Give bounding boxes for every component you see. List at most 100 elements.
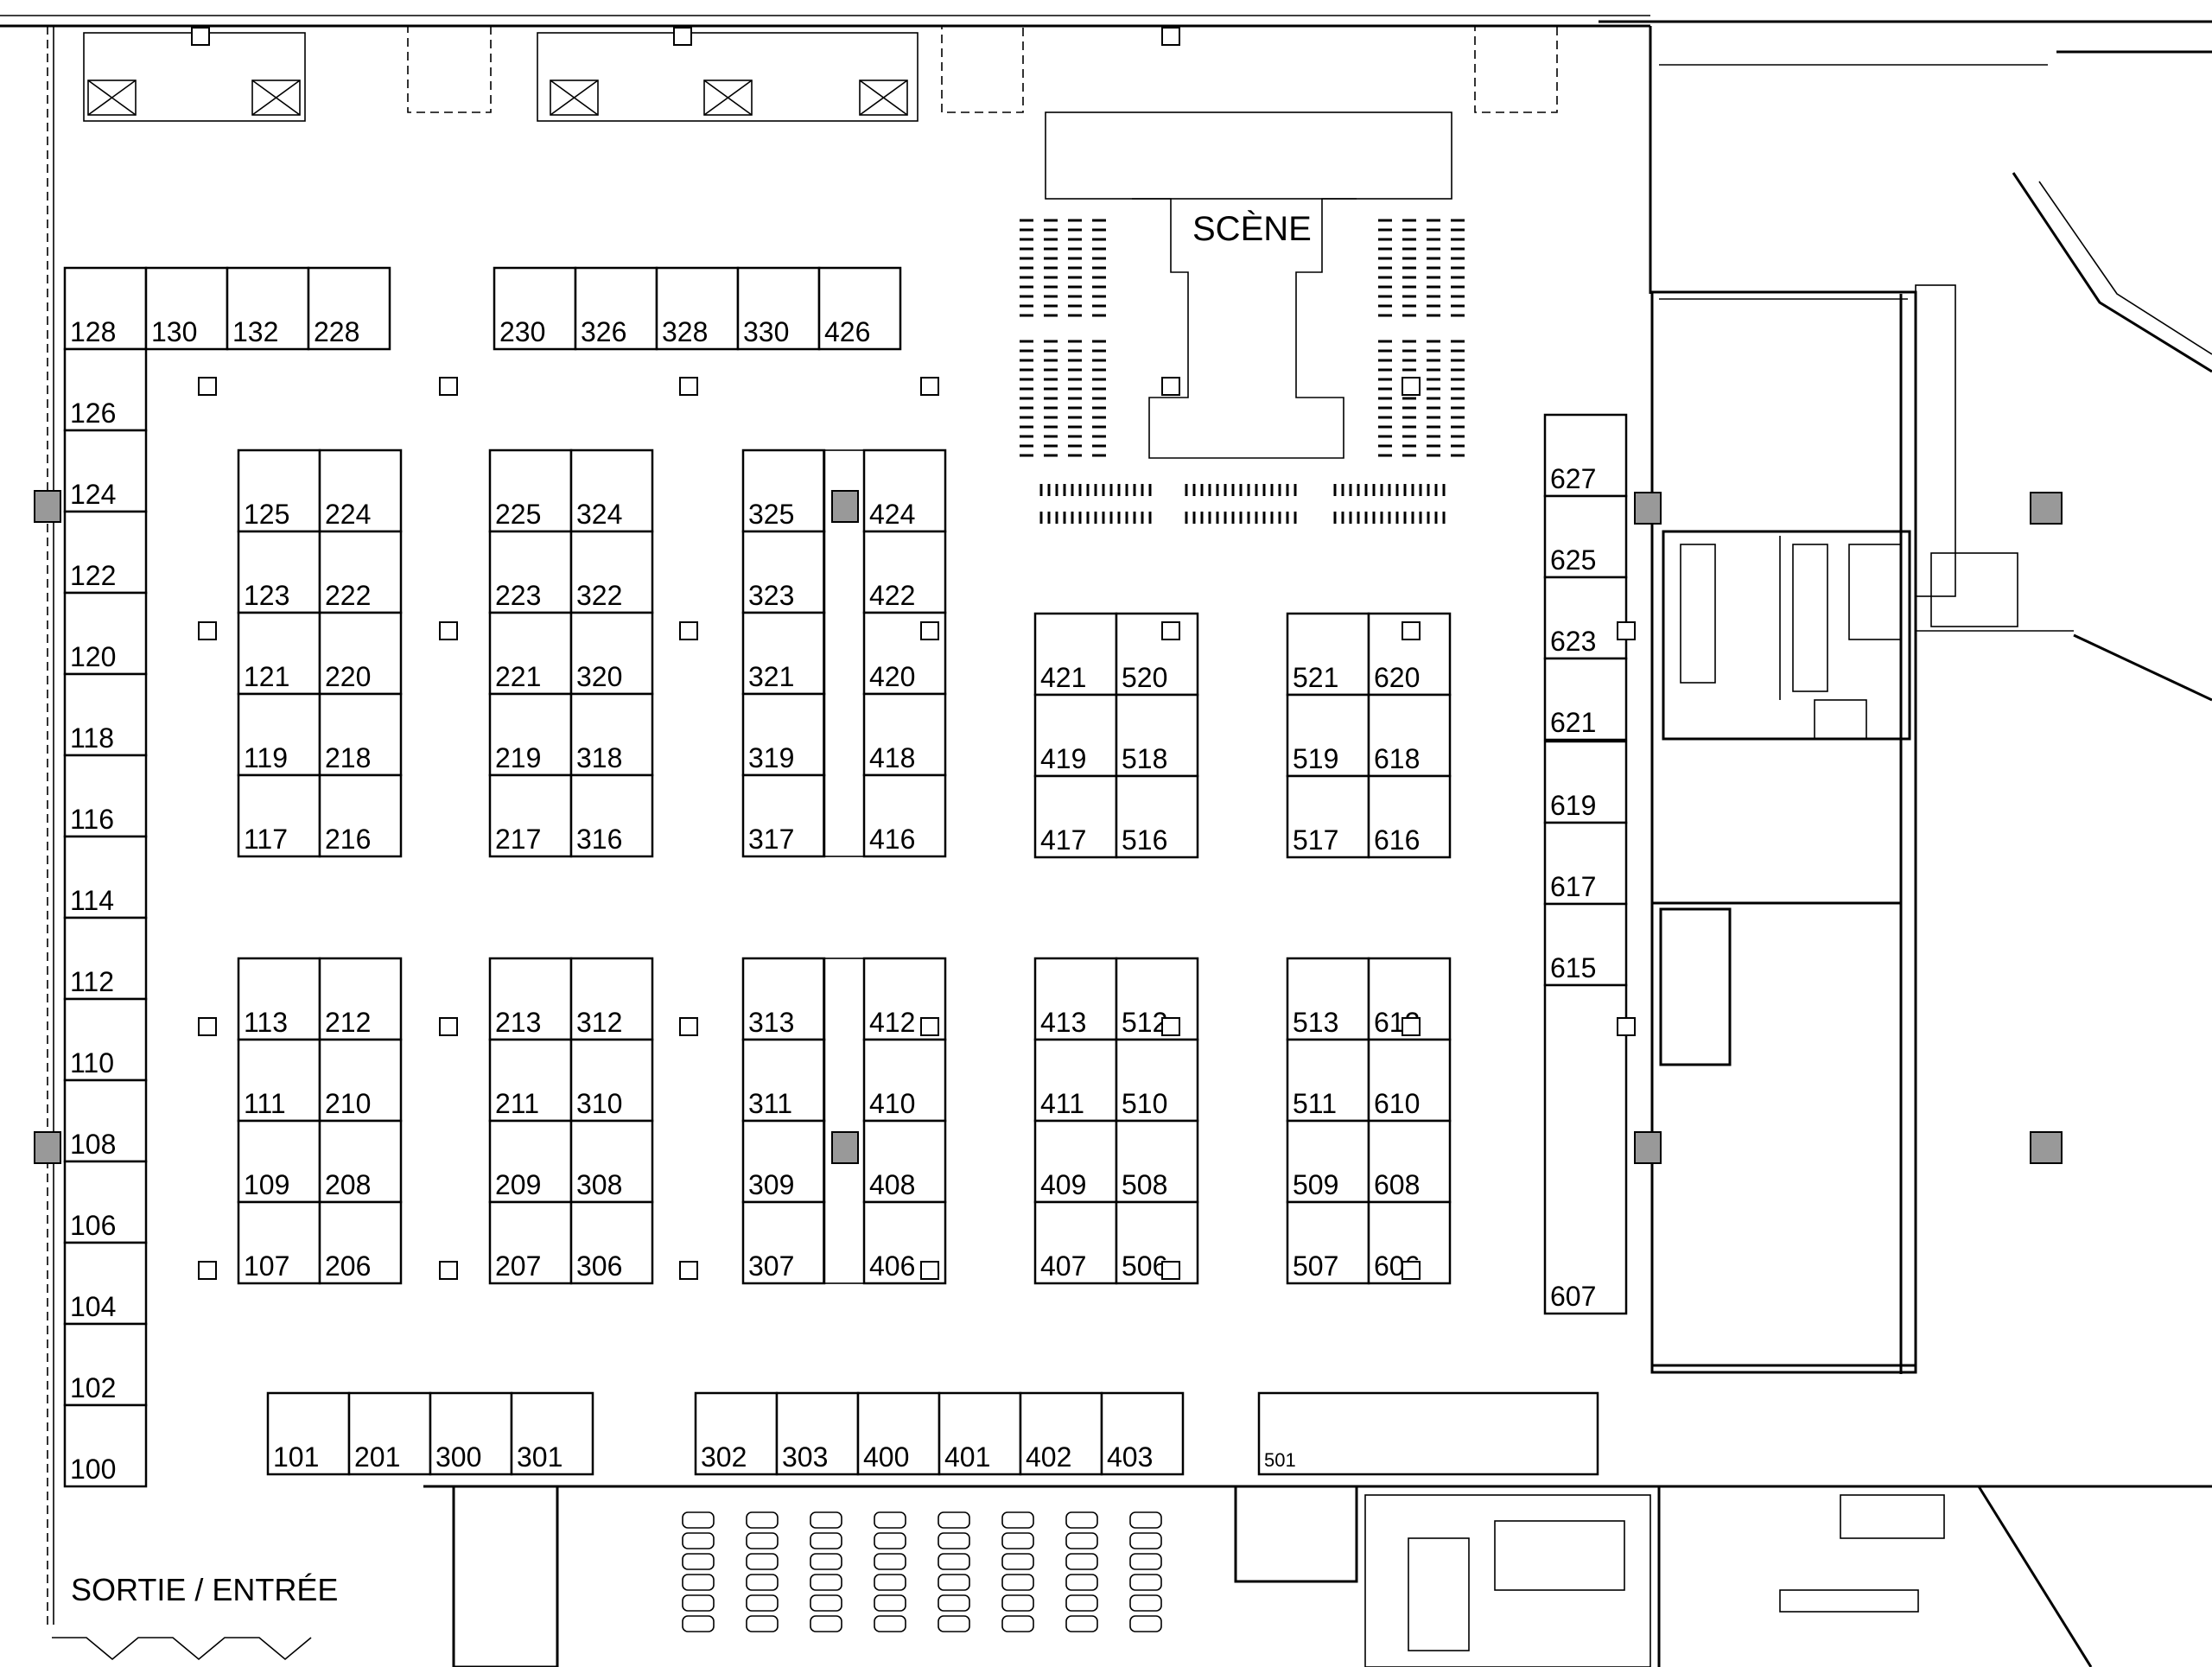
booth-218[interactable]: 218 xyxy=(318,692,403,777)
booth-116[interactable]: 116 xyxy=(63,754,148,838)
booth-216[interactable]: 216 xyxy=(318,773,403,858)
booth-211[interactable]: 211 xyxy=(488,1038,573,1123)
booth-310[interactable]: 310 xyxy=(569,1038,654,1123)
booth-625[interactable]: 625 xyxy=(1543,494,1628,579)
booth-132[interactable]: 132 xyxy=(226,266,310,351)
booth-308[interactable]: 308 xyxy=(569,1119,654,1204)
booth-217[interactable]: 217 xyxy=(488,773,573,858)
booth-309[interactable]: 309 xyxy=(741,1119,826,1204)
booth-402[interactable]: 402 xyxy=(1019,1391,1103,1476)
booth-518[interactable]: 518 xyxy=(1115,693,1199,778)
booth-100[interactable]: 100 xyxy=(63,1403,148,1488)
booth-210[interactable]: 210 xyxy=(318,1038,403,1123)
booth-122[interactable]: 122 xyxy=(63,510,148,595)
booth-313[interactable]: 313 xyxy=(741,957,826,1041)
booth-407[interactable]: 407 xyxy=(1033,1200,1118,1285)
booth-403[interactable]: 403 xyxy=(1100,1391,1185,1476)
booth-321[interactable]: 321 xyxy=(741,611,826,696)
booth-319[interactable]: 319 xyxy=(741,692,826,777)
booth-102[interactable]: 102 xyxy=(63,1322,148,1407)
booth-219[interactable]: 219 xyxy=(488,692,573,777)
booth-516[interactable]: 516 xyxy=(1115,774,1199,859)
booth-512[interactable]: 512 xyxy=(1115,957,1199,1041)
booth-413[interactable]: 413 xyxy=(1033,957,1118,1041)
booth-506[interactable]: 506 xyxy=(1115,1200,1199,1285)
booth-225[interactable]: 225 xyxy=(488,449,573,533)
booth-111[interactable]: 111 xyxy=(237,1038,321,1123)
booth-303[interactable]: 303 xyxy=(775,1391,860,1476)
booth-426[interactable]: 426 xyxy=(817,266,902,351)
booth-501[interactable]: 501 xyxy=(1257,1391,1599,1476)
booth-107[interactable]: 107 xyxy=(237,1200,321,1285)
booth-323[interactable]: 323 xyxy=(741,530,826,614)
booth-300[interactable]: 300 xyxy=(429,1391,513,1476)
booth-121[interactable]: 121 xyxy=(237,611,321,696)
booth-317[interactable]: 317 xyxy=(741,773,826,858)
booth-324[interactable]: 324 xyxy=(569,449,654,533)
booth-513[interactable]: 513 xyxy=(1286,957,1370,1041)
booth-615[interactable]: 615 xyxy=(1543,902,1628,987)
booth-201[interactable]: 201 xyxy=(347,1391,432,1476)
booth-408[interactable]: 408 xyxy=(862,1119,947,1204)
booth-517[interactable]: 517 xyxy=(1286,774,1370,859)
booth-416[interactable]: 416 xyxy=(862,773,947,858)
booth-617[interactable]: 617 xyxy=(1543,821,1628,906)
booth-607[interactable]: 607 xyxy=(1543,983,1628,1315)
booth-104[interactable]: 104 xyxy=(63,1241,148,1326)
booth-508[interactable]: 508 xyxy=(1115,1119,1199,1204)
booth-322[interactable]: 322 xyxy=(569,530,654,614)
booth-610[interactable]: 610 xyxy=(1367,1038,1452,1123)
booth-316[interactable]: 316 xyxy=(569,773,654,858)
booth-124[interactable]: 124 xyxy=(63,429,148,513)
booth-222[interactable]: 222 xyxy=(318,530,403,614)
booth-207[interactable]: 207 xyxy=(488,1200,573,1285)
booth-422[interactable]: 422 xyxy=(862,530,947,614)
booth-507[interactable]: 507 xyxy=(1286,1200,1370,1285)
booth-318[interactable]: 318 xyxy=(569,692,654,777)
booth-126[interactable]: 126 xyxy=(63,347,148,432)
booth-114[interactable]: 114 xyxy=(63,835,148,919)
booth-113[interactable]: 113 xyxy=(237,957,321,1041)
booth-608[interactable]: 608 xyxy=(1367,1119,1452,1204)
booth-627[interactable]: 627 xyxy=(1543,413,1628,498)
booth-228[interactable]: 228 xyxy=(307,266,391,351)
booth-209[interactable]: 209 xyxy=(488,1119,573,1204)
booth-123[interactable]: 123 xyxy=(237,530,321,614)
booth-325[interactable]: 325 xyxy=(741,449,826,533)
booth-409[interactable]: 409 xyxy=(1033,1119,1118,1204)
booth-128[interactable]: 128 xyxy=(63,266,148,351)
booth-618[interactable]: 618 xyxy=(1367,693,1452,778)
booth-301[interactable]: 301 xyxy=(510,1391,594,1476)
booth-400[interactable]: 400 xyxy=(856,1391,941,1476)
booth-130[interactable]: 130 xyxy=(144,266,229,351)
booth-117[interactable]: 117 xyxy=(237,773,321,858)
booth-623[interactable]: 623 xyxy=(1543,576,1628,660)
booth-224[interactable]: 224 xyxy=(318,449,403,533)
booth-109[interactable]: 109 xyxy=(237,1119,321,1204)
booth-118[interactable]: 118 xyxy=(63,672,148,757)
booth-106[interactable]: 106 xyxy=(63,1160,148,1244)
booth-411[interactable]: 411 xyxy=(1033,1038,1118,1123)
booth-424[interactable]: 424 xyxy=(862,449,947,533)
booth-328[interactable]: 328 xyxy=(655,266,740,351)
booth-418[interactable]: 418 xyxy=(862,692,947,777)
booth-510[interactable]: 510 xyxy=(1115,1038,1199,1123)
booth-119[interactable]: 119 xyxy=(237,692,321,777)
booth-421[interactable]: 421 xyxy=(1033,612,1118,697)
booth-110[interactable]: 110 xyxy=(63,997,148,1082)
booth-208[interactable]: 208 xyxy=(318,1119,403,1204)
booth-521[interactable]: 521 xyxy=(1286,612,1370,697)
booth-511[interactable]: 511 xyxy=(1286,1038,1370,1123)
booth-230[interactable]: 230 xyxy=(493,266,577,351)
booth-417[interactable]: 417 xyxy=(1033,774,1118,859)
booth-206[interactable]: 206 xyxy=(318,1200,403,1285)
booth-125[interactable]: 125 xyxy=(237,449,321,533)
booth-311[interactable]: 311 xyxy=(741,1038,826,1123)
booth-120[interactable]: 120 xyxy=(63,591,148,676)
booth-619[interactable]: 619 xyxy=(1543,740,1628,824)
booth-112[interactable]: 112 xyxy=(63,916,148,1001)
booth-401[interactable]: 401 xyxy=(938,1391,1022,1476)
booth-616[interactable]: 616 xyxy=(1367,774,1452,859)
booth-410[interactable]: 410 xyxy=(862,1038,947,1123)
booth-419[interactable]: 419 xyxy=(1033,693,1118,778)
